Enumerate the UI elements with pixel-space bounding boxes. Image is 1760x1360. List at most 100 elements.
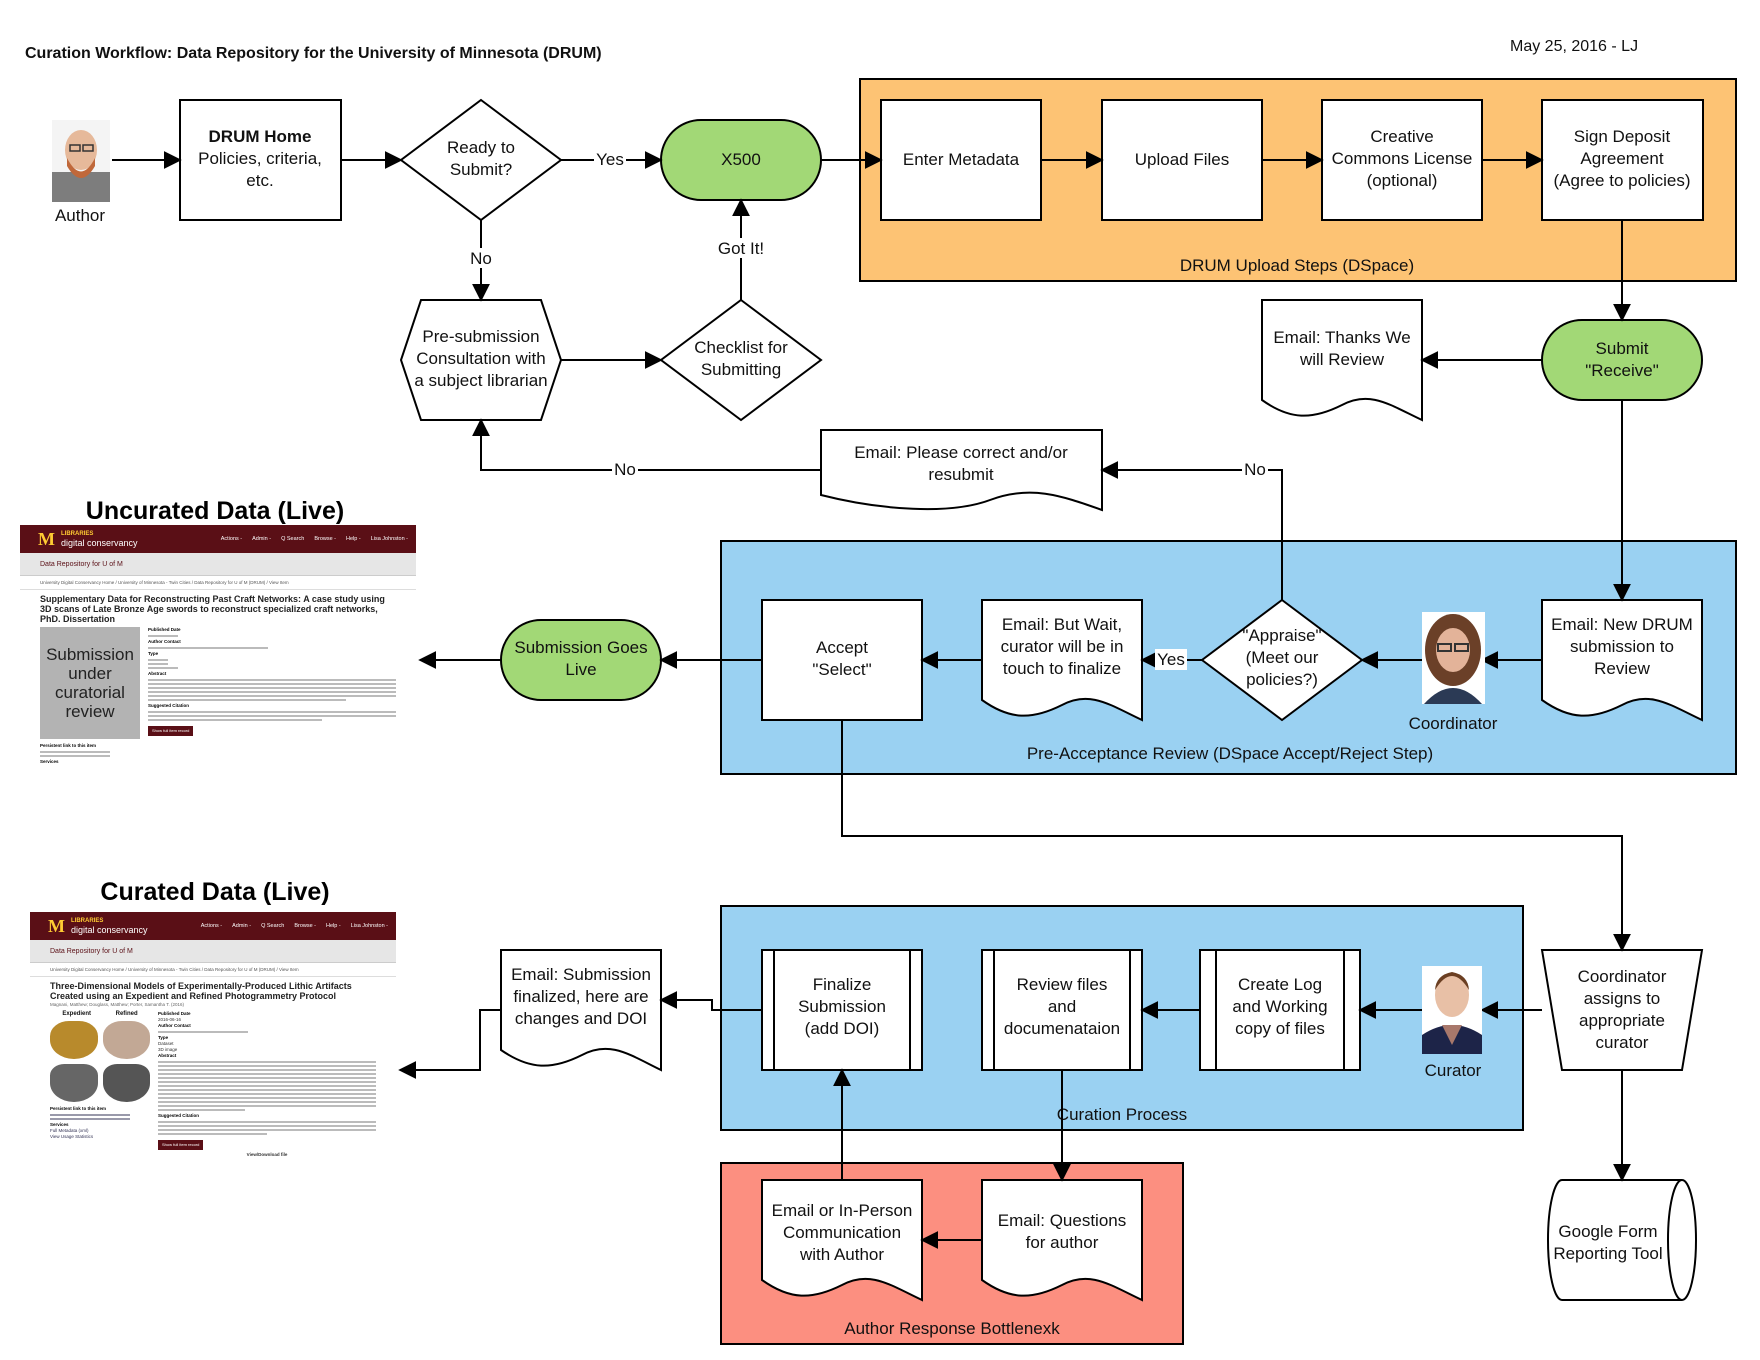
review-files-line: documenataion xyxy=(1004,1019,1120,1038)
questions-line: Email: Questions xyxy=(998,1211,1127,1230)
node-email-finalized[interactable]: Email: Submission finalized, here are ch… xyxy=(500,949,662,1072)
ready-line: Submit? xyxy=(450,160,512,179)
collection-banner: Data Repository for U of M xyxy=(30,940,396,963)
meta-contact-label: Author Contact xyxy=(158,1023,191,1028)
node-create-log[interactable]: Create Log and Working copy of files xyxy=(1199,949,1361,1071)
artifact-thumbnails xyxy=(50,1021,150,1102)
actor-author-label: Author xyxy=(55,206,105,225)
brand-top: LIBRARIES xyxy=(61,531,94,537)
nav-admin[interactable]: Admin - xyxy=(252,536,272,542)
finalize-line: Finalize xyxy=(813,975,872,994)
node-email-correct[interactable]: Email: Please correct and/or resubmit xyxy=(820,429,1103,512)
node-appraise[interactable]: "Appraise" (Meet our policies?) xyxy=(1200,598,1364,722)
service-full-metadata-link[interactable]: Full Metadata (xml) xyxy=(50,1128,89,1133)
show-full-record-button[interactable]: Show full item record xyxy=(158,1140,204,1150)
show-full-record-button[interactable]: Show full item record xyxy=(148,726,194,736)
item-title: Supplementary Data for Reconstructing Pa… xyxy=(40,594,385,624)
thanks-line: Email: Thanks We xyxy=(1273,328,1410,347)
new-drum-line: Email: New DRUM xyxy=(1551,615,1693,634)
meta-type-label: Type xyxy=(158,1035,169,1040)
diagram-title: Curation Workflow: Data Repository for t… xyxy=(25,45,602,62)
group-bottleneck-label: Author Response Bottlenexk xyxy=(844,1319,1060,1338)
meta-type-label: Type xyxy=(148,651,159,656)
node-submit-receive[interactable]: Submit "Receive" xyxy=(1541,319,1703,401)
services-label: Services xyxy=(50,1122,69,1127)
collection-name[interactable]: Data Repository for U of M xyxy=(50,947,133,955)
node-presubmission-consultation[interactable]: Pre-submission Consultation with a subje… xyxy=(399,299,563,421)
finalized-line: finalized, here are xyxy=(513,987,648,1006)
node-email-thanks[interactable]: Email: Thanks We will Review xyxy=(1261,299,1423,422)
artifact-refined-photo[interactable] xyxy=(102,1021,150,1059)
meta-published-value: 2016-06-16 xyxy=(158,1017,182,1022)
appraise-line: policies?) xyxy=(1246,670,1318,689)
artifact-refined-model[interactable] xyxy=(102,1064,150,1102)
node-creative-commons[interactable]: Creative Commons License (optional) xyxy=(1321,99,1483,221)
meta-citation-label: Suggested Citation xyxy=(158,1113,200,1118)
brand-name: digital conservancy xyxy=(71,925,148,935)
nav-user[interactable]: Lisa Johnston - xyxy=(350,923,388,929)
google-line: Google Form xyxy=(1558,1222,1657,1241)
nav-actions[interactable]: Actions - xyxy=(200,923,223,929)
node-email-questions[interactable]: Email: Questions for author xyxy=(981,1179,1143,1302)
accept-line: Accept xyxy=(816,638,868,657)
meta-contact-label: Author Contact xyxy=(148,639,181,644)
collection-name[interactable]: Data Repository for U of M xyxy=(40,560,123,568)
node-communication-with-author[interactable]: Email or In-Person Communication with Au… xyxy=(761,1179,923,1302)
assign-line: assigns to xyxy=(1584,989,1661,1008)
nav-search[interactable]: Q Search xyxy=(261,923,285,929)
finalized-line: changes and DOI xyxy=(515,1009,647,1028)
node-email-new-drum[interactable]: Email: New DRUM submission to Review xyxy=(1541,599,1703,722)
submit-line: Submit xyxy=(1596,339,1649,358)
comm-line: Communication xyxy=(783,1223,901,1242)
node-submission-goes-live[interactable]: Submission Goes Live xyxy=(500,619,662,701)
review-files-line: Review files xyxy=(1017,975,1108,994)
comm-line: Email or In-Person xyxy=(772,1201,913,1220)
breadcrumb[interactable]: University Digital Conservancy Home / Un… xyxy=(20,576,416,590)
item-title: Three-Dimensional Models of Experimental… xyxy=(50,981,352,1001)
create-log-line: and Working xyxy=(1232,997,1327,1016)
nav-search[interactable]: Q Search xyxy=(281,536,305,542)
finalize-line: Submission xyxy=(798,997,886,1016)
butwait-line: curator will be in xyxy=(1001,637,1124,656)
edge-label-no-ready: No xyxy=(470,249,492,268)
meta-abstract-label: Abstract xyxy=(148,671,167,676)
service-usage-stats-link[interactable]: View Usage Statistics xyxy=(50,1134,94,1139)
node-google-form[interactable]: Google Form Reporting Tool xyxy=(1547,1179,1697,1301)
nav-actions[interactable]: Actions - xyxy=(220,536,243,542)
node-enter-metadata[interactable]: Enter Metadata xyxy=(880,99,1042,221)
node-drum-home[interactable]: DRUM Home Policies, criteria, etc. xyxy=(179,99,342,221)
artifact-expedient-photo[interactable] xyxy=(50,1021,98,1059)
col-expedient: Expedient xyxy=(62,1011,91,1017)
node-review-files[interactable]: Review files and documenataion xyxy=(981,949,1143,1071)
node-ready-to-submit[interactable]: Ready to Submit? xyxy=(399,98,563,222)
node-sign-deposit[interactable]: Sign Deposit Agreement (Agree to policie… xyxy=(1541,99,1704,221)
brand-top: LIBRARIES xyxy=(71,918,104,924)
nav-admin[interactable]: Admin - xyxy=(232,923,252,929)
butwait-line: touch to finalize xyxy=(1003,659,1121,678)
node-email-but-wait[interactable]: Email: But Wait, curator will be in touc… xyxy=(981,599,1143,722)
uncurated-item-page-screenshot: M LIBRARIES digital conservancy Actions … xyxy=(20,525,416,780)
actor-coordinator-label: Coordinator xyxy=(1409,714,1498,733)
nav-browse[interactable]: Browse - xyxy=(314,536,337,542)
curated-item-page-screenshot: M LIBRARIES digital conservancy Actions … xyxy=(30,912,396,1230)
node-finalize-submission[interactable]: Finalize Submission (add DOI) xyxy=(761,949,923,1071)
correct-line: resubmit xyxy=(928,465,993,484)
nav-browse[interactable]: Browse - xyxy=(294,923,317,929)
nav-user[interactable]: Lisa Johnston - xyxy=(370,536,408,542)
artifact-expedient-model[interactable] xyxy=(50,1064,98,1102)
thanks-line: will Review xyxy=(1299,350,1385,369)
questions-line: for author xyxy=(1026,1233,1099,1252)
assign-line: curator xyxy=(1596,1033,1649,1052)
nav-help[interactable]: Help - xyxy=(346,536,361,542)
checklist-line: Checklist for xyxy=(694,338,788,357)
node-accept-select[interactable]: Accept "Select" xyxy=(761,599,923,721)
sign-line: Sign Deposit xyxy=(1574,127,1671,146)
node-x500[interactable]: X500 xyxy=(660,119,822,201)
finalized-line: Email: Submission xyxy=(511,965,651,984)
node-checklist[interactable]: Checklist for Submitting xyxy=(659,298,823,422)
meta-abstract-label: Abstract xyxy=(158,1053,177,1058)
breadcrumb[interactable]: University Digital Conservancy Home / Un… xyxy=(30,963,396,977)
node-upload-files[interactable]: Upload Files xyxy=(1101,99,1263,221)
node-coordinator-assigns[interactable]: Coordinator assigns to appropriate curat… xyxy=(1540,949,1704,1071)
nav-help[interactable]: Help - xyxy=(326,923,341,929)
